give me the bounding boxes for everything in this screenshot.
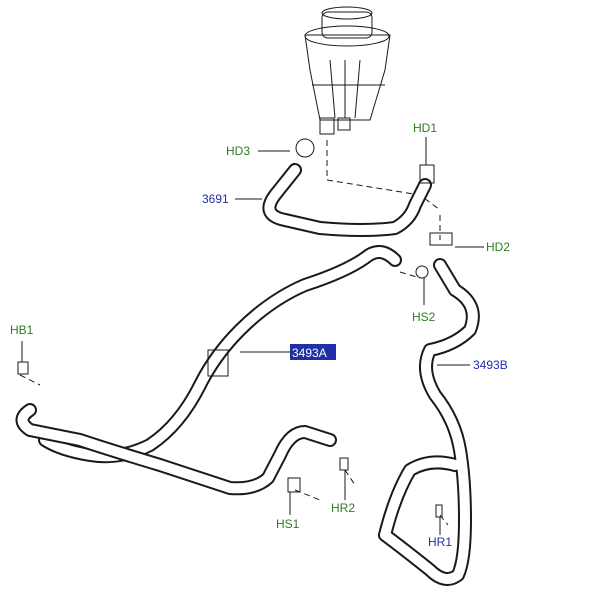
hose-3493b — [378, 258, 480, 586]
label-hs1: HS1 — [276, 517, 300, 531]
label-hs2: HS2 — [412, 310, 436, 324]
label-3493b: 3493B — [473, 358, 508, 372]
label-hr2: HR2 — [331, 501, 355, 515]
label-hb1: HB1 — [10, 323, 34, 337]
label-3493a: 3493A — [292, 346, 327, 360]
label-hd3: HD3 — [226, 144, 250, 158]
callout-labels: HD3 HD1 HD2 3691 HB1 HS2 3493A 3493B HS1… — [10, 121, 510, 549]
hose-return — [15, 403, 337, 496]
label-hd2: HD2 — [486, 240, 510, 254]
label-hd1: HD1 — [413, 121, 437, 135]
fluid-reservoir — [304, 6, 391, 135]
leader-lines — [21, 137, 484, 535]
label-hr1: HR1 — [428, 535, 452, 549]
label-3493a-highlight — [290, 344, 336, 360]
hose-3691 — [262, 163, 432, 237]
hose-3493a — [38, 245, 402, 464]
fittings — [17, 138, 453, 518]
label-3691: 3691 — [202, 192, 229, 206]
